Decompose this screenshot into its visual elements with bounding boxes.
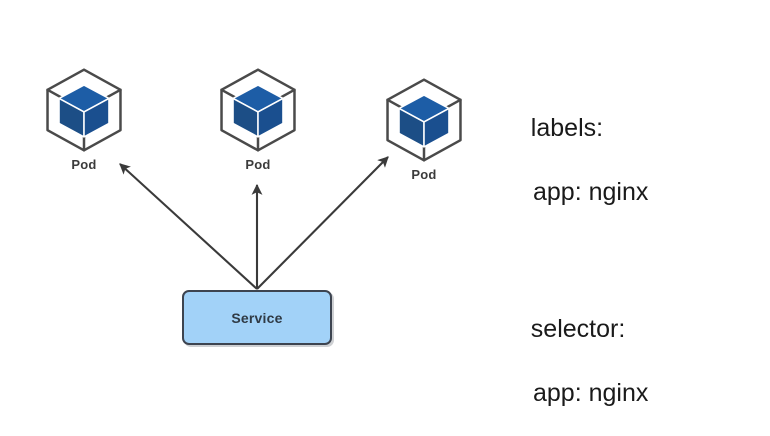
arrow-to-pod-3: [256, 156, 389, 290]
service-label: Service: [231, 309, 283, 326]
pod-node-3: Pod: [376, 72, 472, 182]
pod-label: Pod: [411, 167, 437, 182]
pod-label: Pod: [71, 157, 97, 172]
service-node[interactable]: Service: [182, 290, 332, 345]
labels-annotation: labels: app: nginx: [503, 80, 649, 272]
pod-node-2: Pod: [210, 62, 306, 172]
pod-cube-icon: [46, 68, 122, 152]
selector-annotation: selector: app: nginx: [503, 281, 649, 436]
labels-annotation-title: labels:: [530, 114, 604, 142]
pod-cube-icon: [386, 78, 462, 162]
arrow-to-pod-1: [119, 163, 258, 290]
pod-cube-icon: [220, 68, 296, 152]
selector-annotation-entry: app: nginx: [533, 379, 649, 407]
pod-node-1: Pod: [36, 62, 132, 172]
labels-annotation-entry: app: nginx: [533, 178, 649, 206]
selector-annotation-title: selector:: [530, 315, 626, 343]
pod-label: Pod: [245, 157, 271, 172]
